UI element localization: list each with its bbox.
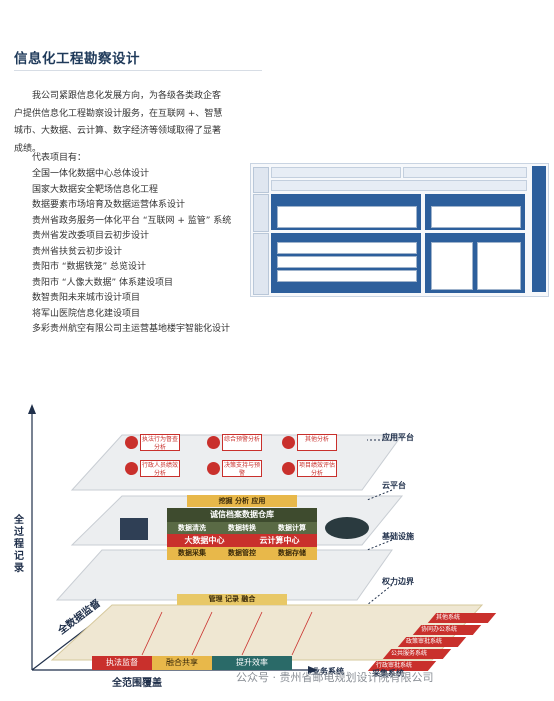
cloud-icon: [325, 517, 369, 539]
app-box: 执法行为督查分析: [140, 434, 180, 451]
mining-bar: 挖掘 分析 应用: [187, 495, 297, 507]
chart-icon: [207, 436, 220, 449]
bottom-label-collection: 采集系统: [372, 669, 404, 678]
project-item: 贵州省发改委项目云初步设计: [32, 231, 150, 241]
architecture-diagram: [250, 163, 549, 297]
axis-label-horizontal: 全范围覆盖: [112, 678, 162, 689]
project-item: 多彩贵州航空有限公司主运营基地楼宇智能化设计: [32, 324, 231, 334]
arch-layer-label: [253, 167, 269, 193]
business-system: 公共服务系统: [382, 649, 452, 659]
section-title: 信息化工程勘察设计: [14, 51, 140, 67]
arch-layer-label: [253, 233, 269, 295]
arch-block: [277, 242, 417, 254]
project-item: 数智贵阳未来城市设计项目: [32, 293, 141, 303]
projects-list: 全国一体化数据中心总体设计 国家大数据安全靶场信息化工程 数据要素市场培育及数据…: [32, 167, 231, 338]
bottom-label-business: 业务系统: [312, 667, 344, 676]
layer-label-boundary: 权力边界: [382, 577, 414, 586]
center-bar: 云计算中心: [242, 534, 317, 547]
arch-row: [403, 167, 527, 178]
project-item: 贵州省政务服务一体化平台 “互联网 + 监管” 系统: [32, 215, 232, 226]
grid-line: [241, 611, 263, 656]
layered-diagram: 执法行为督查分析 综合预警分析 其他分析 行政人员绩效分析 决策支持与预警 项目…: [12, 400, 552, 695]
target-icon: [282, 462, 295, 475]
grid-line: [291, 611, 313, 656]
connector: [366, 539, 393, 551]
layer-label-infrastructure: 基础设施: [382, 532, 414, 541]
connector: [366, 584, 393, 606]
project-item: 贵阳市 “数据铁笼” 总览设计: [32, 262, 147, 272]
watermark: 公众号 · 贵州省邮电规划设计院有限公司: [236, 671, 434, 684]
app-box: 其他分析: [297, 434, 337, 451]
arch-side-bar: [532, 166, 546, 292]
arch-block: [431, 242, 473, 290]
projects-heading: 代表项目有：: [32, 153, 87, 163]
project-item: 国家大数据安全靶场信息化工程: [32, 184, 159, 195]
intro-paragraph: 我公司紧跟信息化发展方向，为各级各类政企客户提供信息化工程勘察设计服务，在互联网…: [14, 91, 223, 154]
axis-label-vertical: 全过程记录: [14, 515, 24, 574]
app-box: 行政人员绩效分析: [140, 460, 180, 477]
title-divider: [14, 70, 262, 71]
arch-row: [271, 167, 401, 178]
project-item: 将军山医院信息化建设项目: [32, 308, 141, 319]
project-item: 全国一体化数据中心总体设计: [32, 169, 150, 179]
project-item: 贵阳市 “人像大数据” 体系建设项目: [32, 277, 174, 288]
arch-row: [271, 180, 527, 191]
arch-block: [431, 206, 521, 228]
app-box: 决策支持与预警: [222, 460, 262, 477]
business-system: 协同办公系统: [412, 625, 482, 635]
data-op: 数据存储: [267, 547, 317, 560]
center-bar: 大数据中心: [167, 534, 242, 547]
users-icon: [282, 436, 295, 449]
app-box: 综合预警分析: [222, 434, 262, 451]
layer-label-cloud: 云平台: [382, 481, 406, 490]
bottom-item: 执法监督: [92, 656, 152, 670]
arch-block: [277, 206, 417, 228]
grid-line: [141, 611, 163, 656]
project-item: 贵州省扶贫云初步设计: [32, 246, 123, 257]
person-icon: [125, 462, 138, 475]
bottom-item: 提升效率: [212, 656, 292, 670]
warehouse-op: 数据清洗: [167, 522, 217, 534]
grid-line: [191, 611, 213, 656]
project-item: 数据要素市场培育及数据运营体系设计: [32, 200, 186, 210]
arch-block: [477, 242, 521, 290]
arch-block: [277, 256, 417, 268]
data-op: 数据管控: [217, 547, 267, 560]
app-box: 项目绩效评估分析: [297, 460, 337, 477]
bottom-item: 融合共享: [152, 656, 212, 670]
layer-label-application: 应用平台: [382, 433, 414, 442]
business-system: 政策审批系统: [397, 637, 467, 647]
axis-arrow: [308, 666, 318, 674]
warehouse-op: 数据计算: [267, 522, 317, 534]
connector: [366, 489, 393, 501]
warehouse-op: 数据转换: [217, 522, 267, 534]
manage-bar: 管理 记录 融合: [177, 594, 287, 605]
server-icon: [120, 518, 148, 540]
shield-icon: [125, 436, 138, 449]
arch-block: [277, 270, 417, 282]
axis-arrow: [28, 404, 36, 414]
gauge-icon: [207, 462, 220, 475]
data-op: 数据采集: [167, 547, 217, 560]
plane-boundary: [50, 604, 484, 661]
warehouse-bar: 诚信档案数据仓库: [167, 508, 317, 522]
business-system: 其他系统: [427, 613, 497, 623]
arch-layer-label: [253, 194, 269, 232]
